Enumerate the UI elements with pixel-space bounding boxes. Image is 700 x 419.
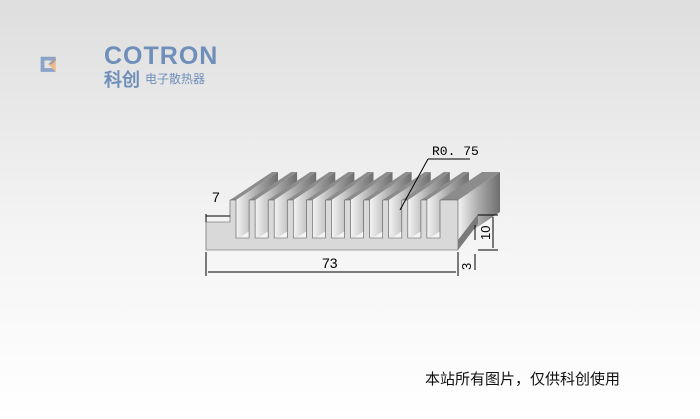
fin-side xyxy=(458,172,500,240)
fin-top xyxy=(230,172,278,200)
fin-top xyxy=(306,172,355,200)
usage-notice: 本站所有图片，仅供科创使用 xyxy=(425,370,621,388)
brand-name: COTRON xyxy=(104,42,219,70)
fin-top xyxy=(382,172,431,200)
fin-top xyxy=(249,172,298,200)
dim-base-label: 3 xyxy=(459,263,474,270)
radius-label: R0. 75 xyxy=(432,144,479,159)
dim-fin-label: 10 xyxy=(478,226,493,240)
fin-top xyxy=(325,172,374,200)
fin-top xyxy=(287,172,336,200)
dim-width-label: 73 xyxy=(322,255,338,271)
fin-top xyxy=(401,172,450,200)
base-side-face xyxy=(458,214,478,250)
fin-top xyxy=(363,172,412,200)
brand-cn-sub: 电子散热器 xyxy=(145,72,206,86)
fin-top xyxy=(344,172,393,200)
cotron-logo-mark xyxy=(40,56,56,72)
heatsink-front-profile xyxy=(205,199,459,251)
front-face xyxy=(205,199,459,251)
fin-top xyxy=(268,172,317,200)
dim-left-label: 7 xyxy=(212,189,220,205)
brand-cn-name: 科创 xyxy=(104,70,140,91)
fin-top xyxy=(440,172,500,200)
fin-top xyxy=(420,172,469,200)
